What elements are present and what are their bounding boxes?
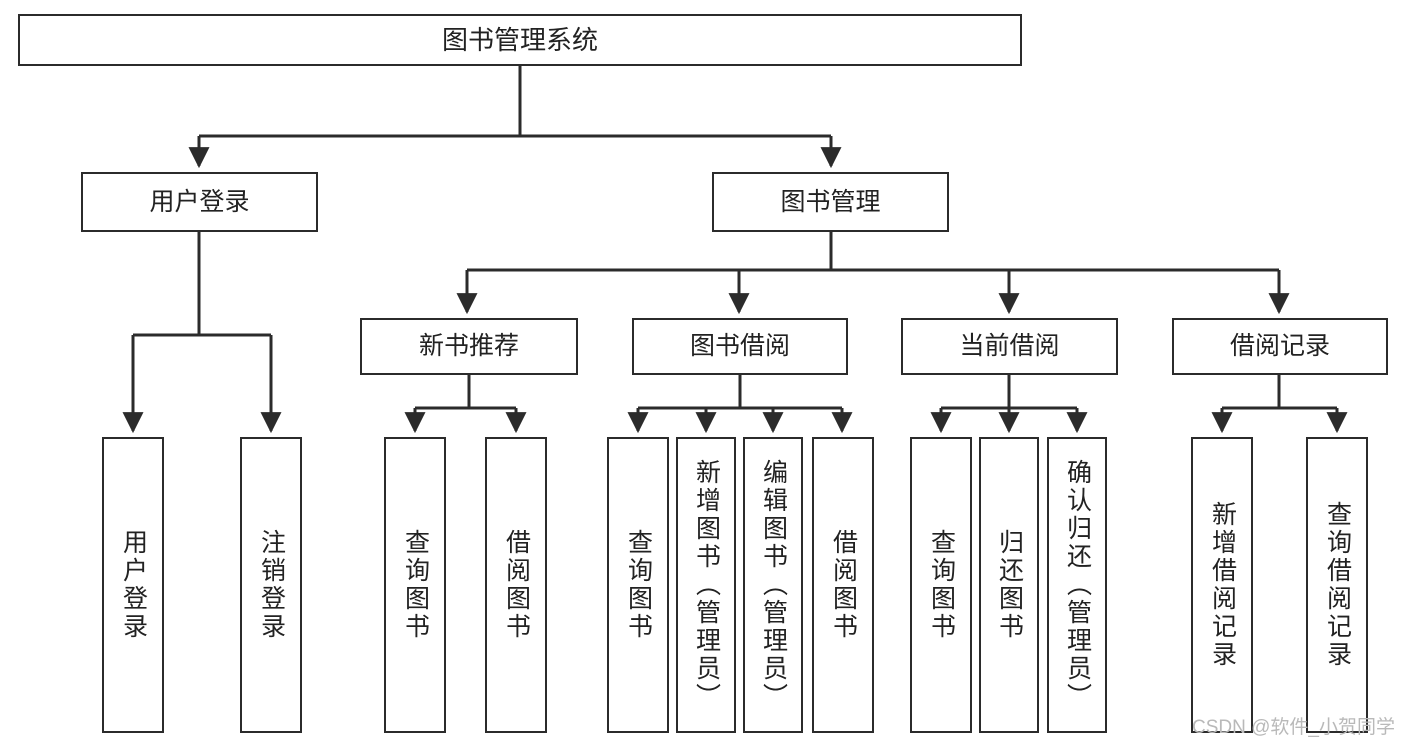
- node-leaf-add-book-admin-label: 新增图书（管理员）: [692, 459, 721, 711]
- node-current-borrow[interactable]: 当前借阅: [901, 318, 1118, 375]
- node-leaf-borrow-book-label: 借阅图书: [829, 529, 858, 641]
- node-leaf-borrow-book[interactable]: 借阅图书: [812, 437, 874, 733]
- node-root-system-label: 图书管理系统: [441, 24, 598, 55]
- node-leaf-add-borrow-record[interactable]: 新增借阅记录: [1191, 437, 1253, 733]
- node-book-manage[interactable]: 图书管理: [712, 172, 949, 232]
- node-leaf-borrow-book-recommend[interactable]: 借阅图书: [485, 437, 547, 733]
- node-book-borrow-label: 图书借阅: [689, 332, 790, 360]
- node-new-book-recommend-label: 新书推荐: [418, 332, 519, 360]
- node-current-borrow-label: 当前借阅: [959, 332, 1060, 360]
- node-leaf-borrow-book-recommend-label: 借阅图书: [502, 529, 531, 641]
- node-book-manage-label: 图书管理: [780, 187, 881, 216]
- node-leaf-query-book-current[interactable]: 查询图书: [910, 437, 972, 733]
- node-leaf-logout[interactable]: 注销登录: [240, 437, 302, 733]
- node-root-system[interactable]: 图书管理系统: [18, 14, 1022, 66]
- node-user-login[interactable]: 用户登录: [81, 172, 318, 232]
- node-leaf-return-book[interactable]: 归还图书: [979, 437, 1039, 733]
- node-leaf-return-book-label: 归还图书: [995, 529, 1024, 641]
- node-leaf-query-book-recommend[interactable]: 查询图书: [384, 437, 446, 733]
- node-leaf-add-book-admin[interactable]: 新增图书（管理员）: [676, 437, 736, 733]
- node-leaf-query-book-borrow[interactable]: 查询图书: [607, 437, 669, 733]
- node-leaf-query-borrow-record[interactable]: 查询借阅记录: [1306, 437, 1368, 733]
- node-leaf-user-login[interactable]: 用户登录: [102, 437, 164, 733]
- node-leaf-query-book-recommend-label: 查询图书: [401, 529, 430, 641]
- node-leaf-edit-book-admin[interactable]: 编辑图书（管理员）: [743, 437, 803, 733]
- node-borrow-record[interactable]: 借阅记录: [1172, 318, 1388, 375]
- node-borrow-record-label: 借阅记录: [1229, 332, 1330, 360]
- node-new-book-recommend[interactable]: 新书推荐: [360, 318, 578, 375]
- node-leaf-query-book-borrow-label: 查询图书: [624, 529, 653, 641]
- node-leaf-add-borrow-record-label: 新增借阅记录: [1208, 501, 1237, 669]
- node-leaf-logout-label: 注销登录: [257, 529, 286, 641]
- node-user-login-label: 用户登录: [149, 187, 250, 216]
- node-leaf-confirm-return-admin-label: 确认归还（管理员）: [1063, 459, 1092, 711]
- node-book-borrow[interactable]: 图书借阅: [632, 318, 848, 375]
- node-leaf-query-borrow-record-label: 查询借阅记录: [1323, 501, 1352, 669]
- node-leaf-query-book-current-label: 查询图书: [927, 529, 956, 641]
- node-leaf-confirm-return-admin[interactable]: 确认归还（管理员）: [1047, 437, 1107, 733]
- node-leaf-user-login-label: 用户登录: [119, 529, 148, 641]
- node-leaf-edit-book-admin-label: 编辑图书（管理员）: [759, 459, 788, 711]
